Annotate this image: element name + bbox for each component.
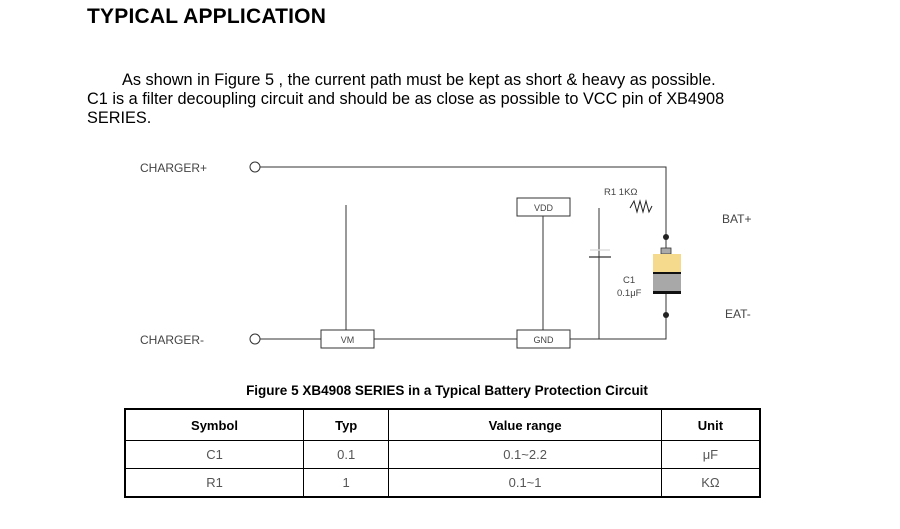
- table-cell: 1: [303, 468, 390, 498]
- component-table: Symbol Typ Value range Unit C1 0.1 0.1~2…: [124, 408, 761, 498]
- charger-minus-terminal: [249, 333, 261, 345]
- table-cell: μF: [660, 440, 761, 469]
- column-header: Unit: [660, 408, 761, 441]
- bat-minus-label: EAT-: [725, 307, 751, 321]
- table-cell: 0.1~2.2: [388, 440, 662, 469]
- junction-dot: [663, 312, 669, 318]
- vdd-label: VDD: [534, 203, 554, 213]
- r1-label: R1 1KΩ: [604, 187, 638, 198]
- column-header: Typ: [303, 408, 390, 441]
- description-paragraph: As shown in Figure 5 , the current path …: [87, 71, 827, 128]
- vdd-pin-box: [516, 197, 571, 217]
- resistor-icon: [629, 199, 653, 214]
- section-title: TYPICAL APPLICATION: [87, 5, 327, 28]
- charger-plus-terminal: [249, 161, 261, 173]
- table-cell: 0.1~1: [388, 468, 662, 498]
- table-row: R1 1 0.1~1 KΩ: [124, 468, 761, 498]
- table-cell: 0.1: [303, 440, 390, 469]
- column-header: Value range: [388, 408, 662, 441]
- battery-icon: [653, 247, 681, 294]
- gnd-pin-box: [516, 329, 571, 349]
- column-header: Symbol: [124, 408, 305, 441]
- junction-dot: [663, 234, 669, 240]
- table-cell: R1: [124, 468, 305, 498]
- table-header-row: Symbol Typ Value range Unit: [124, 408, 761, 441]
- table-cell: KΩ: [660, 468, 761, 498]
- paragraph-line: SERIES.: [87, 109, 152, 127]
- capacitor-icon: [589, 249, 611, 258]
- wire-negative: [260, 315, 667, 340]
- paragraph-line: C1 is a filter decoupling circuit and sh…: [87, 90, 725, 108]
- table-row: C1 0.1 0.1~2.2 μF: [124, 440, 761, 469]
- vm-label: VM: [341, 335, 355, 345]
- c1-label: C1: [623, 275, 635, 286]
- figure-caption: Figure 5 XB4908 SERIES in a Typical Batt…: [246, 383, 648, 398]
- gnd-label: GND: [534, 335, 555, 345]
- vm-pin-box: [320, 329, 375, 349]
- charger-plus-label: CHARGER+: [140, 161, 207, 175]
- bat-plus-label: BAT+: [722, 212, 751, 226]
- c1-value-label: 0.1μF: [617, 288, 642, 299]
- paragraph-line: As shown in Figure 5 , the current path …: [122, 71, 716, 89]
- table-cell: C1: [124, 440, 305, 469]
- charger-minus-label: CHARGER-: [140, 333, 204, 347]
